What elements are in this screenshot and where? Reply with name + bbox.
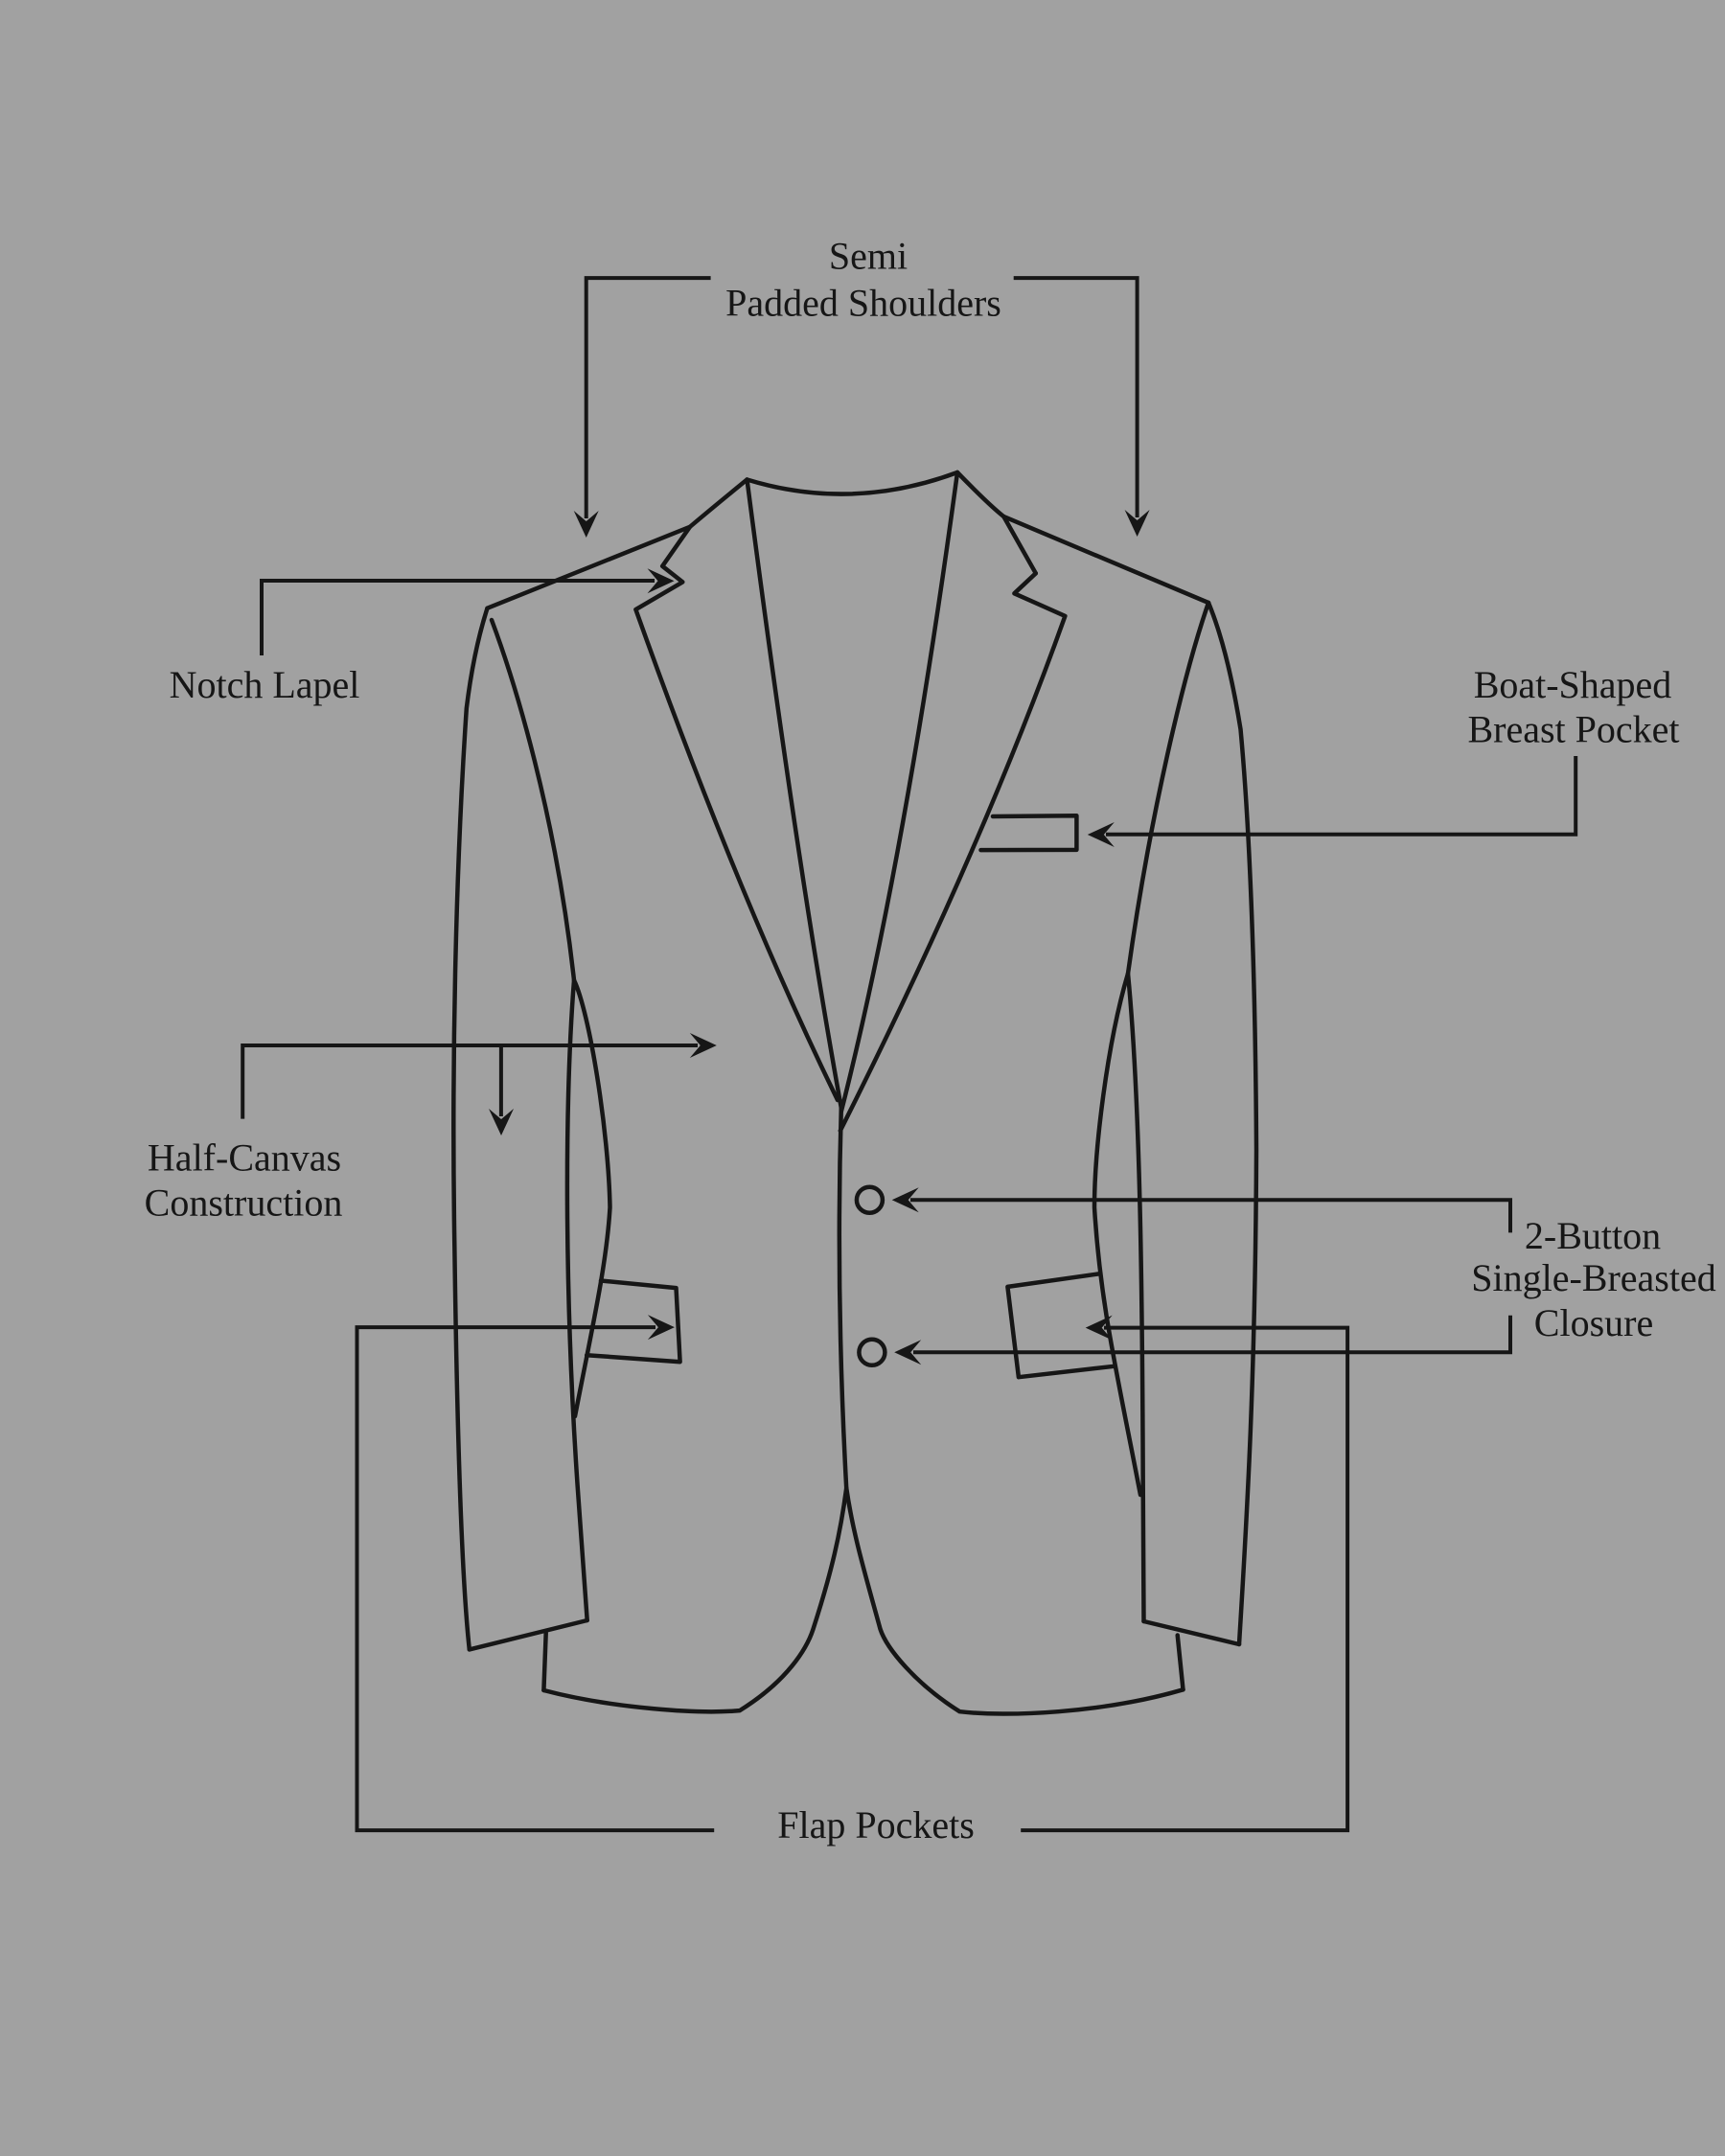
svg-text:Flap Pockets: Flap Pockets xyxy=(777,1803,975,1846)
svg-text:Boat-Shaped: Boat-Shaped xyxy=(1474,663,1672,706)
svg-text:Padded Shoulders: Padded Shoulders xyxy=(725,282,1001,325)
svg-text:Construction: Construction xyxy=(145,1181,343,1225)
svg-text:Half-Canvas: Half-Canvas xyxy=(148,1136,341,1180)
svg-text:2-Button: 2-Button xyxy=(1525,1214,1661,1257)
svg-text:Semi: Semi xyxy=(829,235,908,278)
svg-text:Single-Breasted: Single-Breasted xyxy=(1471,1256,1716,1299)
svg-text:Notch Lapel: Notch Lapel xyxy=(170,663,360,706)
svg-text:Breast Pocket: Breast Pocket xyxy=(1467,708,1679,751)
svg-text:Closure: Closure xyxy=(1534,1301,1653,1344)
